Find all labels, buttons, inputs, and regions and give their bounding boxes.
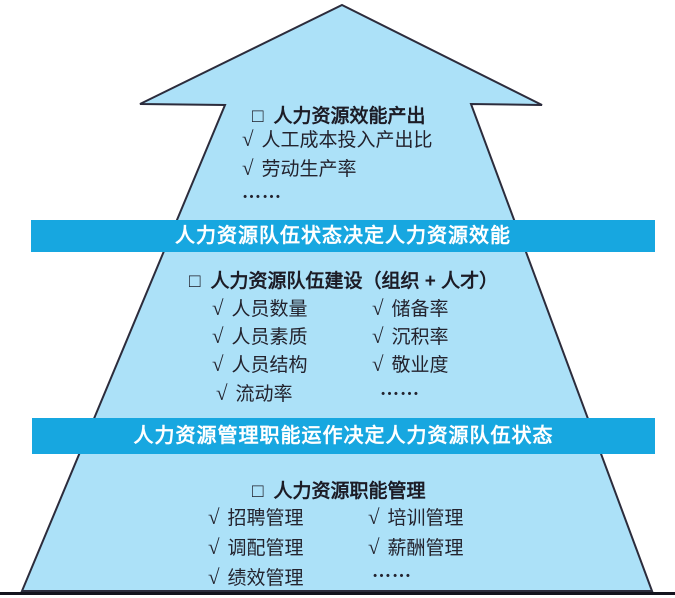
item-text: 沉积率: [391, 327, 449, 348]
item-text: 人员结构: [231, 355, 308, 376]
section-title-middle: □ 人力资源队伍建设（组织 + 人才）: [189, 266, 498, 293]
check-icon: √: [242, 156, 254, 180]
check-icon: √: [372, 352, 384, 376]
band-label: 人力资源管理职能运作决定人力资源队伍状态: [133, 425, 554, 447]
item-text: 招聘管理: [227, 508, 304, 529]
check-icon: √: [212, 296, 224, 320]
square-bullet-icon: □: [189, 271, 201, 292]
ellipsis-item: ……: [242, 181, 282, 205]
section-title-text: 人力资源职能管理: [273, 481, 426, 502]
list-item: √ 人员素质: [212, 324, 308, 350]
band-workforce-determines-efficiency: 人力资源队伍状态决定人力资源效能: [31, 220, 655, 252]
band-label: 人力资源队伍状态决定人力资源效能: [175, 225, 511, 247]
item-text: 绩效管理: [227, 568, 304, 589]
section-title-top: □ 人力资源效能产出: [252, 101, 426, 128]
check-icon: √: [242, 127, 254, 151]
item-text: 薪酬管理: [387, 538, 464, 559]
list-item: √ 调配管理: [208, 535, 304, 561]
list-item: √ 人员数量: [212, 296, 308, 322]
item-text: ……: [242, 182, 282, 203]
list-item: √ 培训管理: [368, 505, 464, 531]
item-text: ……: [372, 561, 412, 582]
check-icon: √: [208, 505, 220, 529]
list-item: √ 人员结构: [212, 352, 308, 378]
list-item: √ 劳动生产率: [242, 156, 357, 182]
arrow-polygon: [20, 3, 654, 592]
check-icon: √: [368, 505, 380, 529]
ellipsis-item: ……: [380, 378, 420, 402]
item-text: 储备率: [391, 299, 449, 320]
list-item: √ 绩效管理: [208, 565, 304, 591]
band-functions-determine-workforce: 人力资源管理职能运作决定人力资源队伍状态: [32, 418, 655, 454]
list-item: √ 招聘管理: [208, 505, 304, 531]
list-item: √ 人工成本投入产出比: [242, 127, 433, 153]
section-title-bottom: □ 人力资源职能管理: [252, 476, 426, 503]
check-icon: √: [212, 352, 224, 376]
item-text: 培训管理: [387, 508, 464, 529]
section-title-text: 人力资源队伍建设（组织 + 人才）: [210, 271, 499, 292]
check-icon: √: [372, 296, 384, 320]
section-title-text: 人力资源效能产出: [273, 106, 426, 127]
item-text: 敬业度: [391, 355, 449, 376]
list-item: √ 储备率: [372, 296, 449, 322]
check-icon: √: [372, 324, 384, 348]
item-text: ……: [380, 379, 420, 400]
list-item: √ 敬业度: [372, 352, 449, 378]
list-item: √ 沉积率: [372, 324, 449, 350]
item-text: 人员数量: [231, 299, 308, 320]
check-icon: √: [208, 535, 220, 559]
list-item: √ 流动率: [216, 381, 293, 407]
item-text: 调配管理: [227, 538, 304, 559]
item-text: 流动率: [235, 384, 293, 405]
item-text: 人员素质: [231, 327, 308, 348]
square-bullet-icon: □: [252, 106, 264, 127]
item-text: 人工成本投入产出比: [261, 130, 433, 151]
check-icon: √: [216, 381, 228, 405]
ellipsis-item: ……: [372, 560, 412, 584]
check-icon: √: [368, 535, 380, 559]
list-item: √ 薪酬管理: [368, 535, 464, 561]
check-icon: √: [212, 324, 224, 348]
square-bullet-icon: □: [252, 481, 264, 502]
check-icon: √: [208, 565, 220, 589]
item-text: 劳动生产率: [261, 159, 357, 180]
